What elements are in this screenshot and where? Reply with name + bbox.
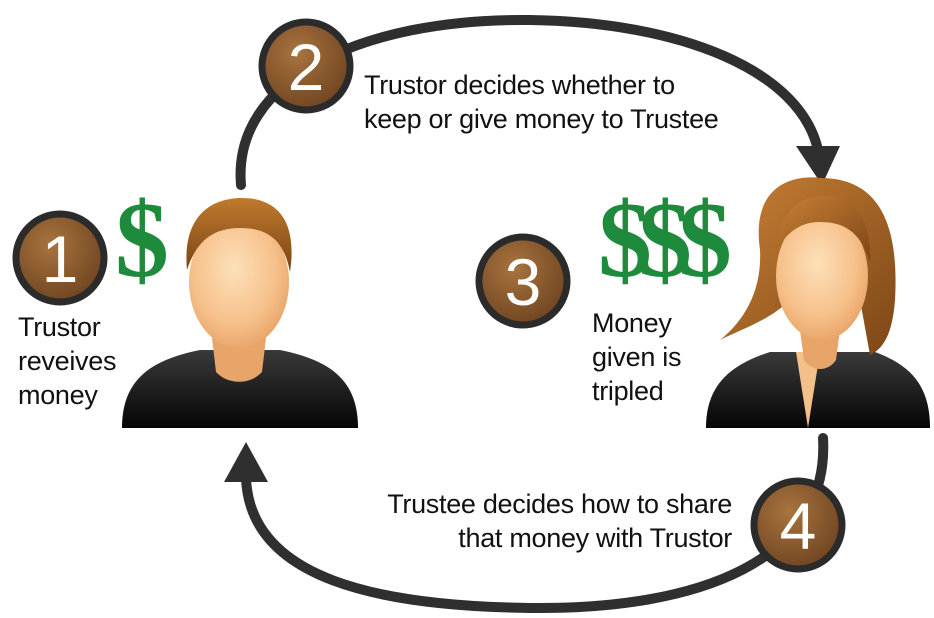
arrowhead-icon bbox=[796, 146, 840, 185]
trustor-figure bbox=[122, 198, 358, 428]
step-badge-4: 4 bbox=[750, 477, 846, 573]
single-dollar: $ bbox=[115, 181, 169, 300]
step-3-label: Money given is tripled bbox=[592, 308, 682, 406]
step-1-label: Trustor reveives money bbox=[18, 312, 117, 410]
svg-text:4: 4 bbox=[780, 489, 817, 563]
step-badge-3: 3 bbox=[475, 233, 571, 329]
svg-text:2: 2 bbox=[288, 30, 325, 104]
step-4-label: Trustee decides how to share that money … bbox=[387, 489, 732, 553]
step-badge-1: 1 bbox=[12, 210, 108, 306]
arrowhead-icon bbox=[224, 442, 268, 482]
trustee-figure bbox=[706, 177, 930, 428]
step-badge-2: 2 bbox=[258, 18, 354, 114]
top-cycle-arrow bbox=[235, 14, 840, 190]
triple-dollar: $$$ bbox=[598, 181, 729, 300]
svg-text:3: 3 bbox=[505, 245, 542, 319]
step-2-label: Trustor decides whether to keep or give … bbox=[364, 70, 719, 134]
svg-text:1: 1 bbox=[42, 222, 79, 296]
